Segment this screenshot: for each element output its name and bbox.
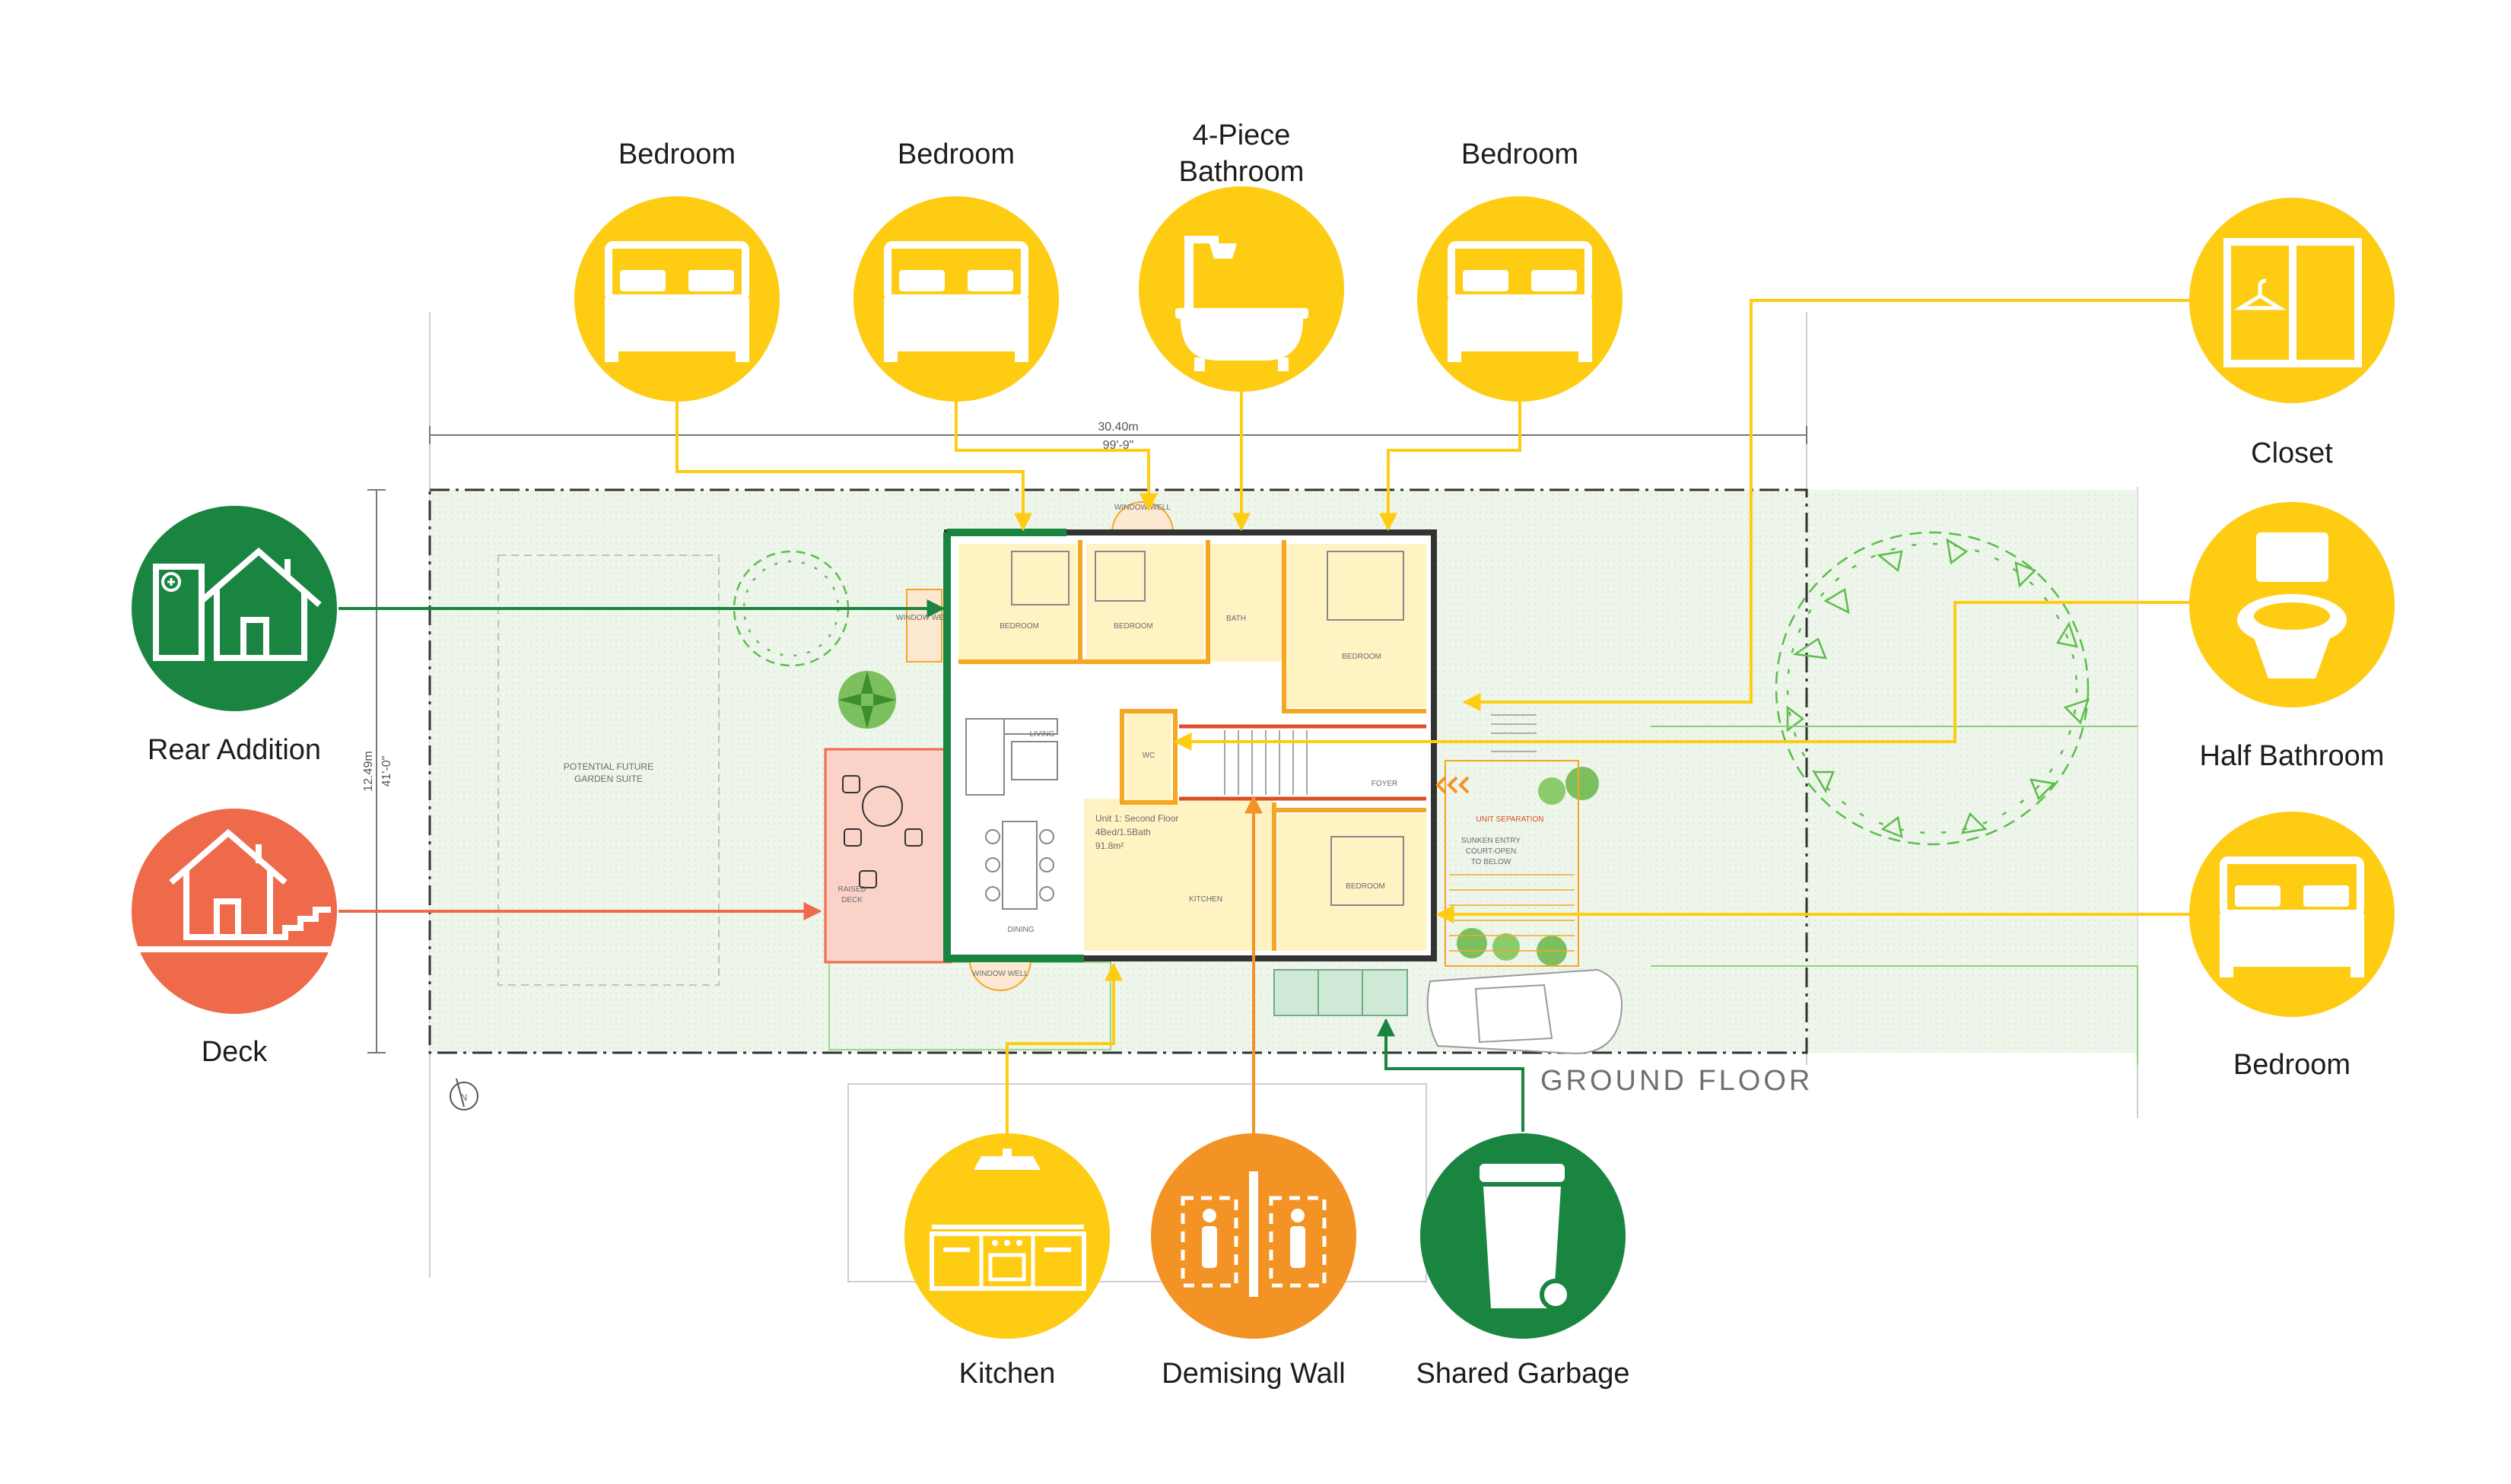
callout-demising-wall: Demising Wall: [1151, 1133, 1356, 1390]
svg-text:4Bed/1.5Bath: 4Bed/1.5Bath: [1095, 827, 1151, 837]
room-label-bedroom-b: BEDROOM: [1114, 622, 1153, 631]
callout-bathroom: 4-Piece Bathroom: [1139, 119, 1344, 392]
room-label-bedroom-c: BEDROOM: [1342, 653, 1381, 661]
deck-house-icon: [133, 828, 335, 952]
raised-deck-label-2: DECK: [841, 896, 863, 904]
room-label-kitchen: KITCHEN: [1189, 895, 1222, 904]
dining-table-icon: [985, 821, 1054, 910]
floor-level-label: GROUND FLOOR: [1540, 1065, 1813, 1097]
callout-closet: Closet: [2189, 198, 2395, 469]
callout-rear-addition: Rear Addition: [132, 506, 337, 766]
callout-label-line2: Bathroom: [1179, 156, 1305, 188]
room-label-foyer: FOYER: [1372, 780, 1397, 788]
callout-kitchen: Kitchen: [904, 1133, 1110, 1390]
room-label-bedroom-a: BEDROOM: [1000, 622, 1039, 631]
callout-label: Bedroom: [2233, 1049, 2350, 1081]
svg-text:TO BELOW: TO BELOW: [1471, 858, 1511, 866]
callout-shared-garbage: Shared Garbage: [1416, 1133, 1630, 1390]
room-bath: [1209, 544, 1282, 662]
svg-text:WINDOW WELL: WINDOW WELL: [1114, 504, 1171, 512]
unit-info: Unit 1: Second Floor 4Bed/1.5Bath 91.8m²: [1095, 813, 1178, 851]
room-bedroom-a: [958, 544, 1076, 662]
svg-text:SUNKEN ENTRY: SUNKEN ENTRY: [1461, 837, 1521, 845]
room-wc: [1126, 711, 1171, 799]
car-icon: [1426, 968, 1623, 1055]
property-line: [428, 488, 1808, 1054]
bed-icon: [884, 241, 1028, 362]
kitchen-icon: [930, 1149, 1086, 1291]
callout-label: Shared Garbage: [1416, 1358, 1630, 1390]
callout-label: Bedroom: [898, 138, 1015, 170]
callout-label: Rear Addition: [148, 734, 321, 766]
garbage-area: [1273, 969, 1408, 1016]
house-addition-icon: [153, 547, 322, 661]
svg-text:WINDOW WELL: WINDOW WELL: [972, 970, 1028, 978]
tree-large-icon: [1775, 531, 2090, 846]
bed-icon: [2220, 856, 2364, 977]
callout-bedroom-1: Bedroom: [574, 138, 780, 402]
raised-deck: [824, 748, 952, 964]
leader-lines: [339, 299, 2192, 1152]
window-well-top: WINDOW WELL: [1111, 501, 1174, 533]
callout-label: Deck: [202, 1036, 269, 1068]
callout-label: Demising Wall: [1162, 1358, 1345, 1390]
room-bedroom-c: [1286, 544, 1426, 707]
width-dim-metric: 30.40m: [1098, 421, 1138, 434]
callout-bedroom-2: Bedroom: [853, 138, 1059, 402]
room-label-wc: WC: [1143, 752, 1155, 760]
callout-bedroom-3: Bedroom: [1417, 138, 1623, 402]
svg-text:COURT-OPEN: COURT-OPEN: [1466, 847, 1517, 856]
callout-bedroom-4: Bedroom: [2189, 812, 2395, 1081]
window-well-bottom: WINDOW WELL: [968, 959, 1032, 991]
svg-text:Unit 1: Second Floor: Unit 1: Second Floor: [1095, 813, 1178, 824]
callout-half-bath: Half Bathroom: [2189, 502, 2395, 772]
garden-suite-label-2: GARDEN SUITE: [574, 774, 643, 784]
bathtub-icon: [1175, 236, 1308, 371]
toilet-icon: [2237, 532, 2347, 678]
garden-suite-label: POTENTIAL FUTURE: [564, 761, 653, 772]
room-kitchen: [1084, 799, 1274, 951]
svg-text:N: N: [461, 1092, 468, 1103]
bed-icon: [605, 241, 749, 362]
future-garden-suite: [497, 555, 720, 986]
callout-label: Bedroom: [1461, 138, 1578, 170]
depth-dim-imperial: 41'-0": [380, 756, 393, 787]
callout-label: Bedroom: [618, 138, 736, 170]
callout-label-line1: 4-Piece: [1193, 119, 1291, 151]
room-label-living: LIVING: [1030, 730, 1055, 739]
patio-furniture-icon: [842, 775, 923, 888]
street-outline: [847, 1083, 1427, 1282]
callout-label: Closet: [2251, 437, 2333, 469]
unit-separation-label: UNIT SEPARATION: [1476, 815, 1544, 824]
width-dim-imperial: 99'-9": [1103, 439, 1134, 452]
garbage-bin-icon: [1480, 1164, 1572, 1311]
room-label-bath: BATH: [1226, 615, 1246, 623]
callout-label: Half Bathroom: [2200, 740, 2385, 772]
svg-text:91.8m²: 91.8m²: [1095, 841, 1124, 851]
sofa-icon: [965, 718, 1058, 796]
raised-deck-label: RAISED: [838, 885, 866, 894]
demising-wall-icon: [1181, 1171, 1327, 1297]
bed-furniture-icon: [1011, 551, 1404, 906]
svg-text:WINDOW WELL: WINDOW WELL: [896, 614, 952, 622]
room-label-bedroom-d: BEDROOM: [1346, 882, 1385, 891]
callout-label: Kitchen: [959, 1358, 1056, 1390]
north-arrow: N: [450, 1078, 478, 1111]
room-label-dining: DINING: [1008, 926, 1035, 934]
bed-icon: [1448, 241, 1592, 362]
sunken-entry-court: SUNKEN ENTRY COURT-OPEN TO BELOW: [1445, 760, 1579, 967]
depth-dim-metric: 12.49m: [362, 751, 375, 791]
closet-icon: [2223, 238, 2362, 367]
callout-deck: Deck: [132, 809, 337, 1068]
